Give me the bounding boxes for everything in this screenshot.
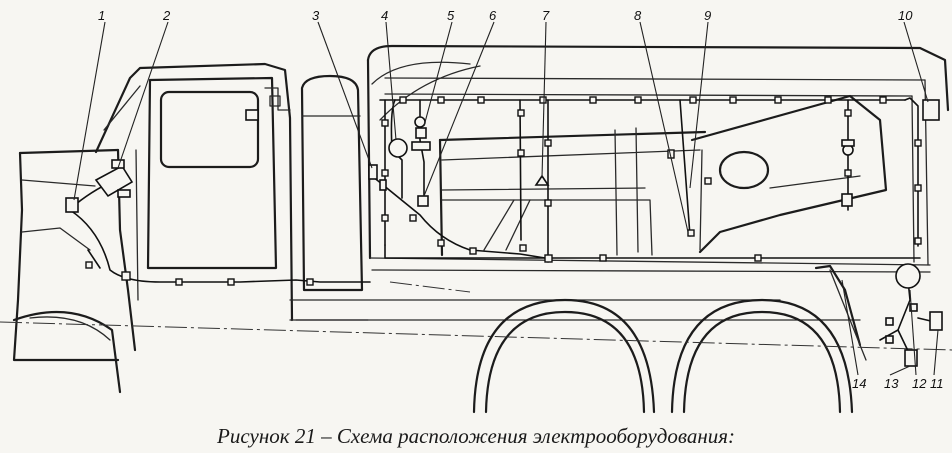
relay-block <box>417 195 429 207</box>
callout-leaders <box>73 21 939 376</box>
callout-7: 7 <box>542 8 550 23</box>
callout-5: 5 <box>447 8 455 23</box>
rear-light-10 <box>922 99 940 121</box>
callout-4: 4 <box>381 8 388 23</box>
rear-lamp-12 <box>895 263 921 289</box>
switch-box <box>368 164 378 180</box>
callout-14: 14 <box>852 376 866 391</box>
callout-3: 3 <box>312 8 320 23</box>
instrument-unit <box>94 164 134 198</box>
electrical-layout-diagram: 1 2 3 4 5 6 7 8 9 10 11 12 13 14 <box>0 8 952 414</box>
callout-1: 1 <box>98 8 105 23</box>
callout-12: 12 <box>912 376 927 391</box>
figure-caption: Рисунок 21 – Схема расположения электроо… <box>217 424 735 448</box>
callout-8: 8 <box>634 8 642 23</box>
vehicle-outline <box>0 44 952 414</box>
callout-9: 9 <box>704 8 711 23</box>
callout-2: 2 <box>162 8 171 23</box>
gauge-sensor <box>388 138 408 158</box>
lamp-7 <box>534 174 550 186</box>
headlight-unit <box>65 197 79 213</box>
callout-6: 6 <box>489 8 497 23</box>
electrical-components <box>65 99 943 367</box>
harness-connectors <box>85 96 922 286</box>
callout-numbers: 1 2 3 4 5 6 7 8 9 10 11 12 13 14 <box>98 8 944 391</box>
callout-10: 10 <box>898 8 913 23</box>
callout-13: 13 <box>884 376 899 391</box>
callout-11: 11 <box>930 376 944 391</box>
rear-socket-11 <box>929 311 943 331</box>
wiring-harness <box>69 97 936 356</box>
